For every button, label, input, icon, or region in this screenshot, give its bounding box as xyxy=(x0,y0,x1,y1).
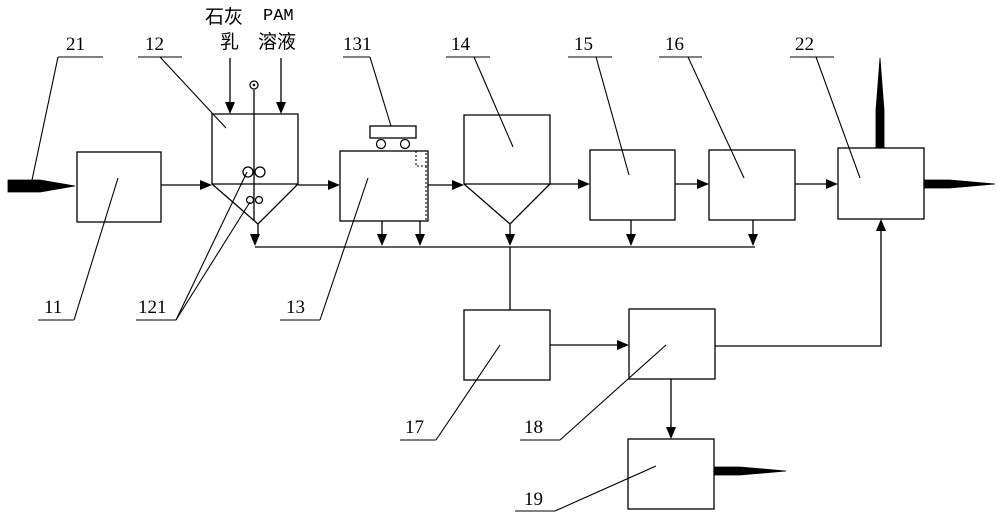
unit-14-settler xyxy=(463,114,551,225)
label-11: 11 xyxy=(44,297,62,318)
unit-18-box xyxy=(628,308,716,380)
label-21: 21 xyxy=(66,34,85,55)
unit-17-box xyxy=(463,309,551,381)
label-pam-line1: PAM xyxy=(263,7,294,26)
label-12: 12 xyxy=(145,34,164,55)
label-121: 121 xyxy=(138,297,167,318)
unit-12-tank xyxy=(211,80,299,225)
outlet-22-top-arrow xyxy=(875,57,885,149)
unit-13-box xyxy=(339,150,429,222)
outlet-19-arrow xyxy=(713,466,787,476)
inlet-21-arrow xyxy=(7,179,76,193)
unit-131-scraper xyxy=(369,125,417,150)
outlet-22-right-arrow xyxy=(923,179,996,189)
label-pam-line2: 溶液 xyxy=(258,31,296,53)
unit-15-box xyxy=(589,149,676,221)
reagent-input-lines xyxy=(225,58,286,114)
label-16: 16 xyxy=(665,34,684,55)
label-18: 18 xyxy=(524,417,543,438)
main-flow-lines xyxy=(161,179,838,190)
label-lime-line1: 石灰 xyxy=(205,6,243,28)
label-19: 19 xyxy=(524,489,543,510)
sludge-collection-lines xyxy=(250,220,758,310)
unit-19-box xyxy=(627,438,715,510)
label-17: 17 xyxy=(405,417,424,438)
label-lime-line2: 乳 xyxy=(220,31,239,53)
sludge-treatment-lines xyxy=(550,219,886,439)
unit-22-box xyxy=(837,147,925,220)
unit-11-box xyxy=(76,151,162,223)
unit-16-box xyxy=(708,149,796,221)
label-13: 13 xyxy=(286,297,305,318)
label-22: 22 xyxy=(795,34,814,55)
leader-lines xyxy=(31,56,861,512)
label-15: 15 xyxy=(574,34,593,55)
label-14: 14 xyxy=(451,34,471,55)
label-131: 131 xyxy=(343,34,372,55)
